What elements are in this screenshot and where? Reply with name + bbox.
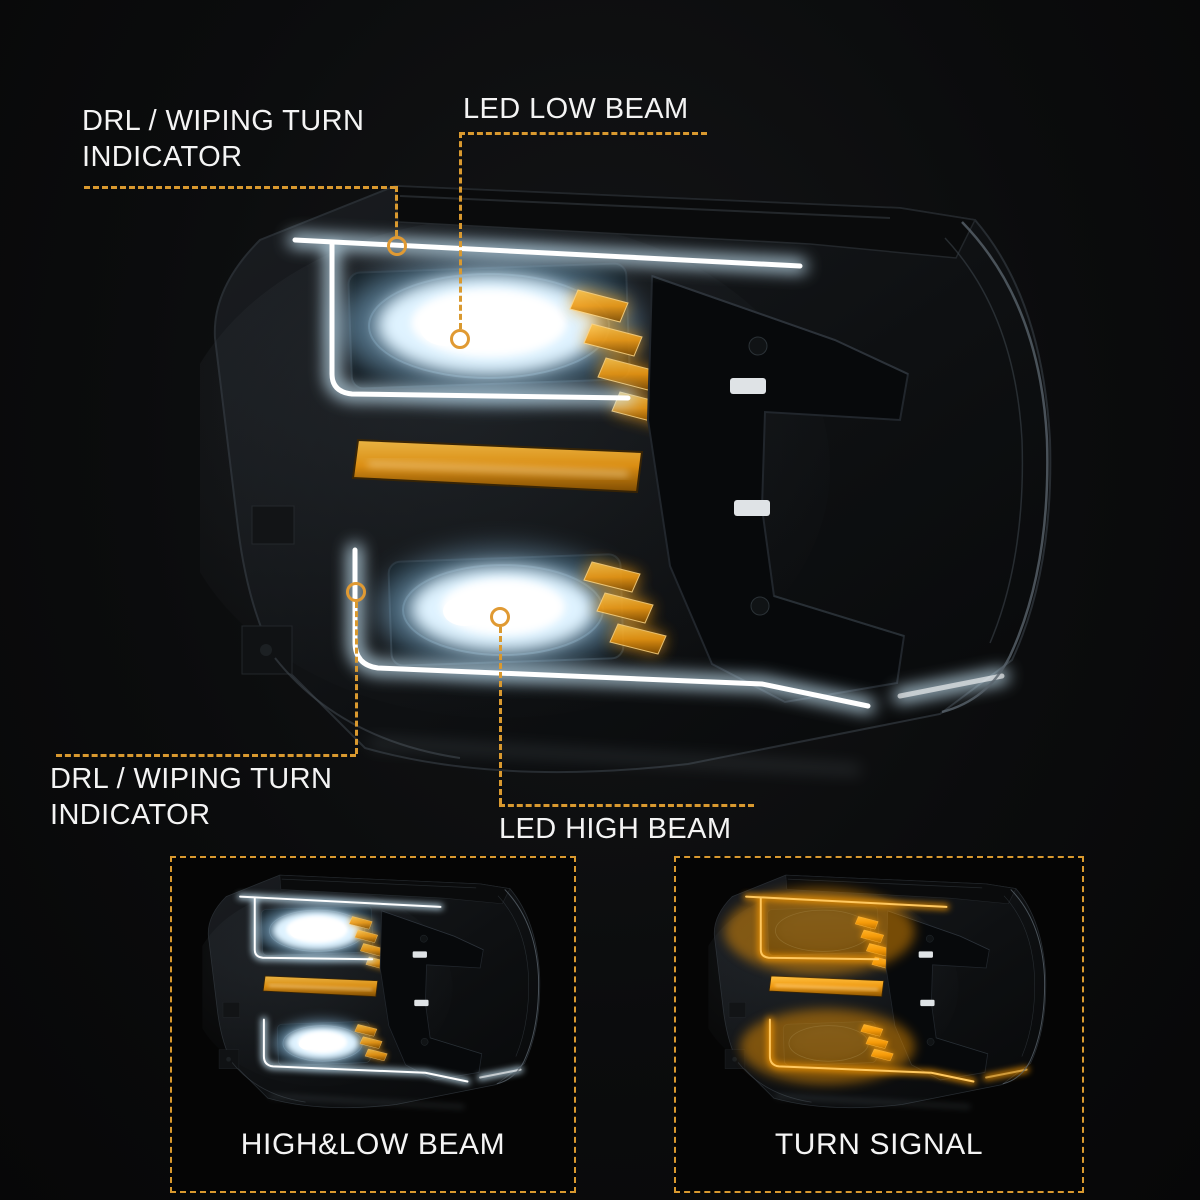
headlight-photo-high-low: [195, 872, 551, 1118]
callout-line-high-beam-v: [499, 627, 502, 804]
inset-turn-signal: TURN SIGNAL: [674, 856, 1084, 1193]
headlight-photo-turn-signal: [701, 872, 1057, 1118]
inset-label-high-low: HIGH&LOW BEAM: [240, 1128, 506, 1161]
headlight-photo-main: [200, 178, 1060, 798]
inset-label-turn-signal: TURN SIGNAL: [774, 1128, 984, 1161]
callout-marker-drl-bottom: [346, 582, 366, 602]
label-drl-wiping-turn-bottom: DRL / WIPING TURN INDICATOR: [50, 763, 333, 831]
callout-line-drl-bottom-v: [355, 602, 358, 754]
label-led-low-beam: LED LOW BEAM: [463, 93, 689, 125]
callout-line-drl-top-h: [84, 186, 396, 189]
callout-marker-high-beam: [490, 607, 510, 627]
callout-line-low-beam-h: [459, 132, 707, 135]
label-drl-wiping-turn-top: DRL / WIPING TURN INDICATOR: [82, 105, 365, 173]
inset-high-low-beam: HIGH&LOW BEAM: [170, 856, 576, 1193]
callout-marker-low-beam: [450, 329, 470, 349]
callout-line-high-beam-h: [499, 804, 754, 807]
callout-line-low-beam-v: [459, 132, 462, 329]
callout-marker-drl-top: [387, 236, 407, 256]
label-led-high-beam: LED HIGH BEAM: [499, 813, 732, 845]
callout-line-drl-bottom-h: [56, 754, 356, 757]
callout-line-drl-top-v: [395, 186, 398, 236]
